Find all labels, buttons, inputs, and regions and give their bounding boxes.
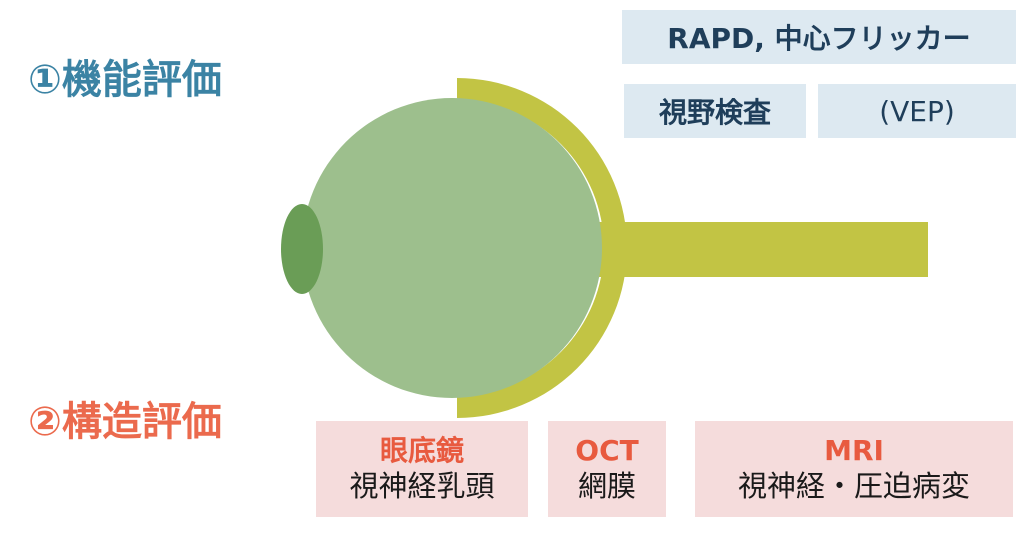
vep-box: (VEP) — [818, 84, 1016, 138]
mri-box: MRI 視神経・圧迫病変 — [695, 421, 1013, 517]
fundoscopy-desc: 視神経乳頭 — [349, 468, 495, 503]
oct-title: OCT — [575, 433, 639, 467]
rapd-flicker-box: RAPD, 中心フリッカー — [622, 10, 1016, 64]
mri-desc: 視神経・圧迫病変 — [737, 468, 970, 503]
sclera-arc — [457, 78, 627, 418]
fundoscopy-box: 眼底鏡 視神経乳頭 — [316, 421, 528, 517]
function-heading: ①機能評価 — [28, 57, 222, 103]
visual-field-box: 視野検査 — [624, 84, 806, 138]
cornea — [281, 204, 323, 294]
oct-desc: 網膜 — [577, 468, 636, 503]
structure-heading: ②構造評価 — [28, 399, 222, 445]
mri-title: MRI — [824, 433, 884, 467]
fundoscopy-title: 眼底鏡 — [379, 433, 464, 467]
eyeball — [302, 98, 602, 398]
optic-nerve — [580, 222, 928, 277]
oct-box: OCT 網膜 — [548, 421, 666, 517]
